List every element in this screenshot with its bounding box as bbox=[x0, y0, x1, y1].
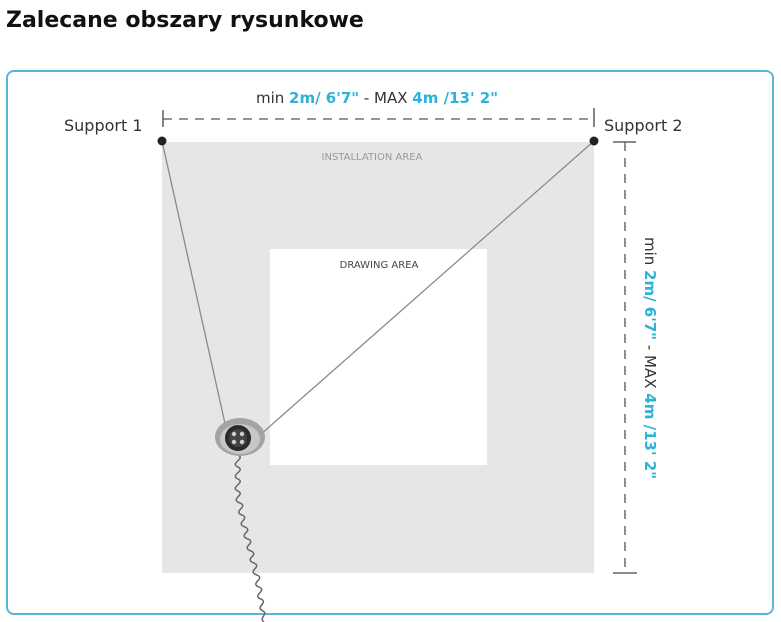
page-title: Zalecane obszary rysunkowe bbox=[6, 8, 364, 33]
support-2-label: Support 2 bbox=[604, 116, 683, 135]
anchor-point-icon bbox=[157, 136, 167, 146]
vertical-dimension-line bbox=[613, 141, 637, 574]
coiled-cable bbox=[234, 454, 266, 622]
cord-left bbox=[161, 140, 227, 429]
drawing-robot-icon bbox=[215, 418, 265, 456]
anchor-point-icon bbox=[589, 136, 599, 146]
horizontal-dimension-label: min 2m/ 6'7" - MAX 4m /13' 2" bbox=[256, 89, 498, 107]
cord-right bbox=[251, 140, 595, 443]
support-1-label: Support 1 bbox=[64, 116, 143, 135]
drawing-area bbox=[270, 249, 487, 465]
drawing-area-label: DRAWING AREA bbox=[340, 260, 419, 271]
installation-area-label: INSTALLATION AREA bbox=[322, 152, 423, 163]
vertical-dimension-label: min 2m/ 6'7" - MAX 4m /13' 2" bbox=[641, 237, 659, 479]
horizontal-dimension-line bbox=[162, 108, 595, 127]
